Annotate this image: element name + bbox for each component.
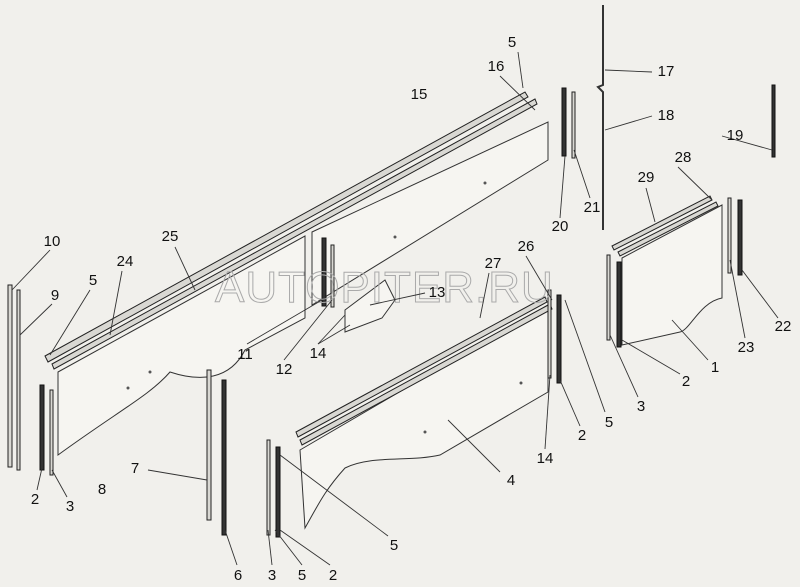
callout-2: 2 [329, 567, 337, 584]
callout-17: 17 [658, 63, 675, 80]
post-9 [16, 289, 21, 471]
callout-12: 12 [276, 361, 293, 378]
panel-4 [299, 304, 549, 530]
strip-19 [771, 84, 776, 158]
callout-14: 14 [537, 450, 554, 467]
panel-8 [57, 235, 306, 456]
callout-3: 3 [268, 567, 276, 584]
post-7 [206, 369, 212, 521]
callout-11: 11 [237, 346, 253, 363]
post-20 [561, 87, 567, 157]
callout-16: 16 [488, 58, 505, 75]
post-3-right [606, 254, 611, 341]
callout-20: 20 [552, 218, 569, 235]
callout-25: 25 [162, 228, 179, 245]
post-21 [571, 91, 576, 159]
callout-5: 5 [390, 537, 398, 554]
post-23 [727, 197, 732, 274]
callout-28: 28 [675, 149, 692, 166]
callout-3: 3 [637, 398, 645, 415]
callout-1: 1 [711, 359, 719, 376]
rail-27 [295, 296, 548, 438]
post-11 [321, 237, 327, 307]
rail-25 [44, 91, 529, 363]
callout-21: 21 [584, 199, 601, 216]
post-10 [7, 284, 13, 468]
post-2-left [39, 384, 45, 471]
callout-24: 24 [117, 253, 134, 270]
panel-15 [311, 121, 549, 306]
seal-17-18 [596, 5, 604, 230]
panel-1 [621, 204, 723, 346]
post-22 [737, 199, 743, 276]
callout-23: 23 [738, 339, 755, 356]
callout-3: 3 [66, 498, 74, 515]
post-12 [330, 244, 335, 308]
callout-2: 2 [682, 373, 690, 390]
callout-2: 2 [31, 491, 39, 508]
callout-7: 7 [131, 460, 139, 477]
rail-28 [617, 201, 719, 257]
post-3-mid [266, 439, 271, 536]
callout-22: 22 [775, 318, 792, 335]
post-6 [221, 379, 227, 536]
callout-19: 19 [727, 127, 744, 144]
callout-5: 5 [605, 414, 613, 431]
callout-8: 8 [98, 481, 106, 498]
post-2-mid [275, 446, 281, 538]
watermark: AUTOPITER.RU [215, 263, 554, 312]
callout-14: 14 [310, 345, 327, 362]
callout-9: 9 [51, 287, 59, 304]
callout-27: 27 [485, 255, 502, 272]
callout-5: 5 [298, 567, 306, 584]
rail-27b [299, 303, 553, 446]
post-2-far [616, 261, 622, 348]
callout-6: 6 [234, 567, 242, 584]
leader-lines [11, 51, 779, 566]
post-3-left [49, 389, 54, 476]
callout-4: 4 [507, 472, 515, 489]
callout-2: 2 [578, 427, 586, 444]
callout-10: 10 [44, 233, 61, 250]
callout-18: 18 [658, 107, 675, 124]
callout-labels: 5 16 15 17 18 19 28 29 10 25 24 9 5 26 2… [31, 34, 792, 584]
callout-15: 15 [411, 86, 428, 103]
rail-24 [51, 98, 538, 370]
callout-5: 5 [508, 34, 516, 51]
post-2-right [556, 294, 562, 384]
callout-5: 5 [89, 272, 97, 289]
callout-26: 26 [518, 238, 535, 255]
callout-13: 13 [429, 284, 446, 301]
callout-29: 29 [638, 169, 655, 186]
